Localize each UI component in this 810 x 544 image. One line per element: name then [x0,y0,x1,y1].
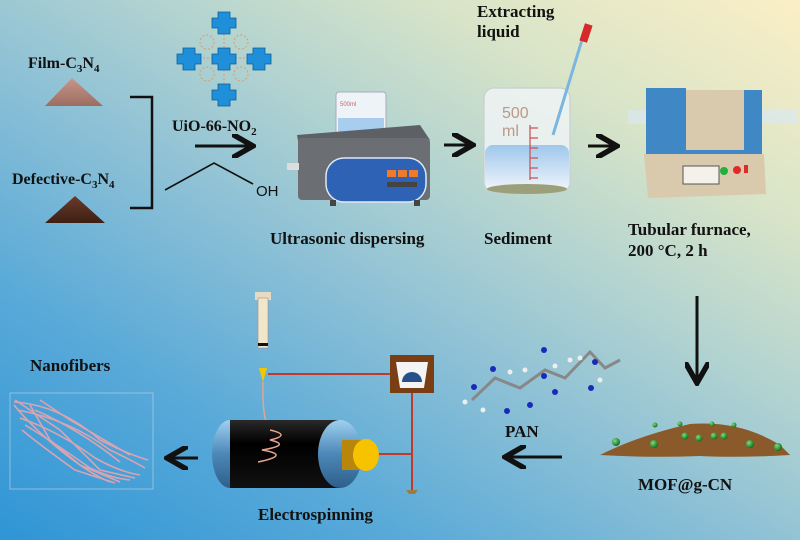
ethanol-oh-label: OH [256,183,279,200]
pan-molecule-icon [462,347,621,414]
mof-g-cn-sheet-icon [600,421,790,457]
ethanol-structure [164,162,254,191]
extracting-liquid-label-line2: liquid [477,22,520,41]
sediment-label: Sediment [484,229,552,248]
nanofibers-mat-icon [9,392,154,490]
tubular-furnace-icon [628,88,798,198]
ultrasonic-dispersing-label: Ultrasonic dispersing [270,229,425,248]
mof-g-cn-label: MOF@g-CN [638,475,733,494]
defective-c3n4-pile [45,196,105,223]
film-c3n4-pile [45,78,103,106]
ultrasonic-bath-icon [287,91,430,206]
nanofibers-label: Nanofibers [30,356,111,375]
bracket [130,95,154,210]
electrospinning-setup-icon [212,292,434,494]
defective-c3n4-label: Defective-C3N4 [12,171,115,191]
pan-label: PAN [505,422,539,441]
uio-66-no2-label: UiO-66-NO2 [172,118,257,138]
uio-66-framework-icon [176,11,272,107]
extracting-liquid-label-line1: Extracting [477,2,555,21]
film-c3n4-label: Film-C3N4 [28,55,100,75]
tubular-furnace-label-line2: 200 °C, 2 h [628,241,708,260]
small-beaker-volume-label: 500ml [340,102,357,108]
sediment-beaker-icon [483,23,593,194]
tubular-furnace-label-line1: Tubular furnace, [628,220,751,239]
large-beaker-volume-label: 500 [502,105,529,122]
electrospinning-label: Electrospinning [258,505,373,524]
large-beaker-unit-label: ml [502,123,519,140]
